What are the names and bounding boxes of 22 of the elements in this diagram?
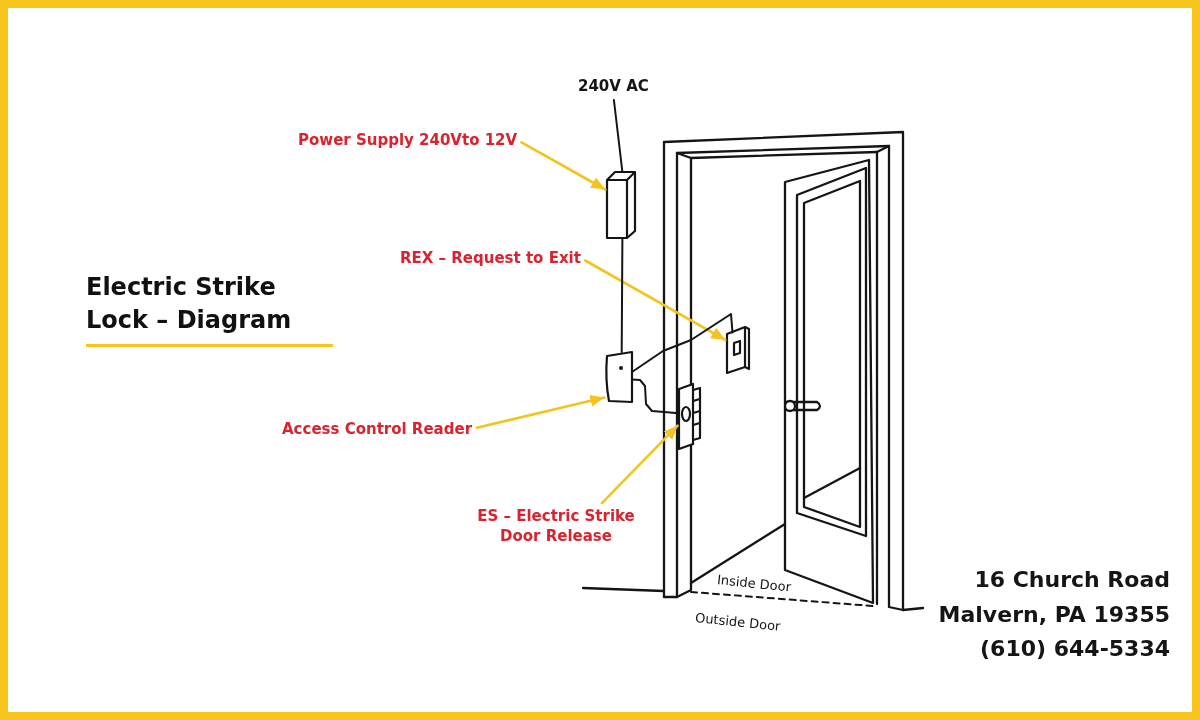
voltage-label: 240V AC (578, 76, 649, 96)
power-supply-unit (605, 170, 637, 240)
callout-label: Power Supply 240Vto 12V (298, 130, 518, 150)
wire (620, 237, 624, 353)
leader-arrow (583, 259, 727, 342)
phone-number: (610) 644-5334 (980, 635, 1170, 663)
card-reader (605, 350, 634, 404)
electric-strike (677, 382, 702, 451)
wire (612, 99, 624, 173)
address-text: 16 Church Road (974, 566, 1170, 594)
address-text: Malvern, PA 19355 (938, 601, 1170, 629)
leader-arrow (600, 424, 679, 505)
wire (631, 313, 734, 373)
leader-arrow (475, 394, 606, 430)
callout-label: ES – Electric Strike Door Release (458, 506, 654, 546)
diagram-title: Electric Strike Lock – Diagram (86, 272, 293, 336)
callout-label: REX – Request to Exit (400, 248, 581, 268)
area-label: Outside Door (694, 610, 782, 635)
callout-label: Access Control Reader (282, 419, 473, 439)
exit-button (725, 325, 751, 375)
leader-arrow (520, 141, 607, 191)
area-label: Inside Door (716, 572, 792, 596)
